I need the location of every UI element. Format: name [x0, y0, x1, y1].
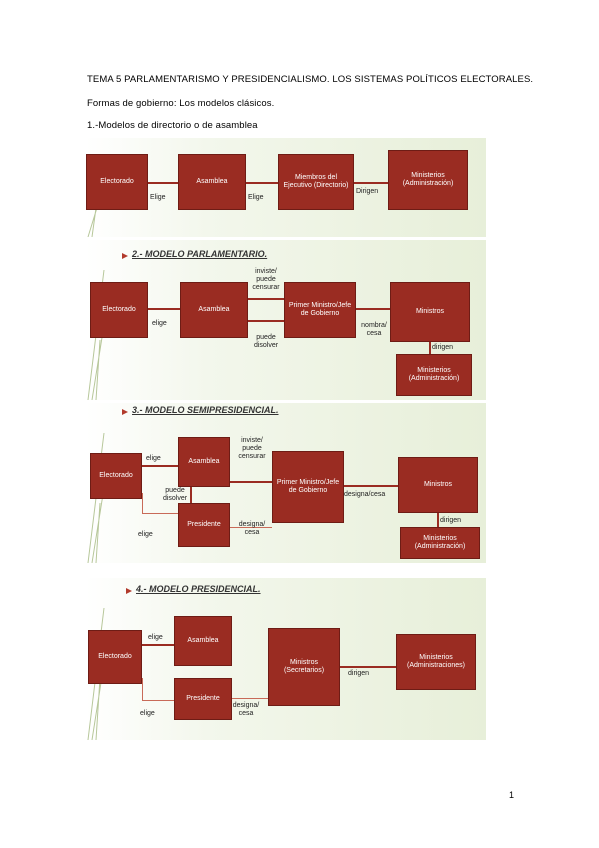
ministerios-box: Ministerios (Administración) [388, 150, 468, 210]
designa-label: designa/ cesa [232, 702, 260, 718]
diagram-title: 2.- MODELO PARLAMENTARIO. [132, 249, 268, 259]
bullet-arrow-icon [126, 588, 132, 594]
inviste-label: inviste/ puede censurar [238, 437, 266, 461]
primer-ministro-box: Primer Ministro/Jefe de Gobierno [272, 451, 344, 523]
connector [354, 182, 388, 184]
asamblea-box: Asamblea [174, 616, 232, 666]
dirigen-label: dirigen [440, 517, 462, 524]
ministros-box: Ministros [398, 457, 478, 513]
diagram-title: 3.- MODELO SEMIPRESIDENCIAL. [132, 405, 279, 415]
elige-label: elige [140, 710, 155, 717]
disolver-label: puede disolver [162, 487, 188, 503]
connector [429, 342, 431, 354]
asamblea-box: Asamblea [178, 154, 246, 210]
connector [148, 182, 178, 184]
designa-label: designa/ cesa [238, 521, 266, 537]
nombra-label: nombra/ cesa [361, 322, 387, 338]
connector [142, 465, 178, 467]
dirigen-label: Dirigen [356, 188, 379, 195]
diagram-parlamentario: 2.- MODELO PARLAMENTARIO. Electorado Asa… [86, 240, 486, 400]
connector [190, 487, 192, 503]
electorado-box: Electorado [90, 282, 148, 338]
asamblea-box: Asamblea [180, 282, 248, 338]
primer-ministro-box: Primer Ministro/Jefe de Gobierno [284, 282, 356, 338]
presidente-box: Presidente [174, 678, 232, 720]
diagram-directorio: Electorado Asamblea Miembros del Ejecuti… [86, 138, 486, 237]
bullet-arrow-icon [122, 253, 128, 259]
connector [248, 320, 284, 322]
document-title: TEMA 5 PARLAMENTARISMO Y PRESIDENCIALISM… [87, 74, 534, 85]
ministerios-box: Ministerios (Administración) [400, 527, 480, 559]
dirigen-label: dirigen [432, 344, 454, 351]
elige-label: Elige [248, 194, 264, 201]
diagram-semipresidencial: 3.- MODELO SEMIPRESIDENCIAL. Electorado … [86, 403, 486, 563]
document-subtitle: Formas de gobierno: Los modelos clásicos… [87, 98, 275, 109]
connector [246, 182, 278, 184]
connector [148, 308, 180, 310]
bullet-arrow-icon [122, 409, 128, 415]
miembros-box: Miembros del Ejecutivo (Directorio) [278, 154, 354, 210]
elige-label: elige [152, 320, 167, 327]
elige-label: elige [148, 634, 163, 641]
connector [230, 527, 272, 528]
asamblea-box: Asamblea [178, 437, 230, 487]
electorado-box: Electorado [88, 630, 142, 684]
connector [142, 644, 174, 646]
disolver-label: puede disolver [253, 334, 279, 350]
connector [142, 493, 143, 513]
diagram-presidencial: 4.- MODELO PRESIDENCIAL. Electorado Asam… [86, 578, 486, 740]
connector [344, 485, 398, 487]
elige-label: elige [138, 531, 153, 538]
inviste-label: inviste/ puede censurar [252, 268, 280, 292]
designa-label: designa/cesa [344, 491, 386, 498]
connector [142, 700, 174, 701]
ministerios-box: Ministerios (Administración) [396, 354, 472, 396]
connector [248, 298, 284, 300]
electorado-box: Electorado [86, 154, 148, 210]
connector [142, 513, 178, 514]
ministros-box: Ministros [390, 282, 470, 342]
elige-label: elige [146, 455, 161, 462]
electorado-box: Electorado [90, 453, 142, 499]
presidente-box: Presidente [178, 503, 230, 547]
connector [437, 513, 439, 527]
connector [230, 481, 272, 483]
ministerios-box: Ministerios (Administraciones) [396, 634, 476, 690]
diagram-title: 4.- MODELO PRESIDENCIAL. [136, 584, 261, 594]
connector [356, 308, 390, 310]
dirigen-label: dirigen [348, 670, 370, 677]
ministros-box: Ministros (Secretarios) [268, 628, 340, 706]
section-heading: 1.-Modelos de directorio o de asamblea [87, 120, 258, 131]
page-number: 1 [509, 790, 515, 800]
connector [340, 666, 396, 668]
elige-label: Elige [150, 194, 166, 201]
connector [232, 698, 268, 699]
connector [142, 678, 143, 700]
